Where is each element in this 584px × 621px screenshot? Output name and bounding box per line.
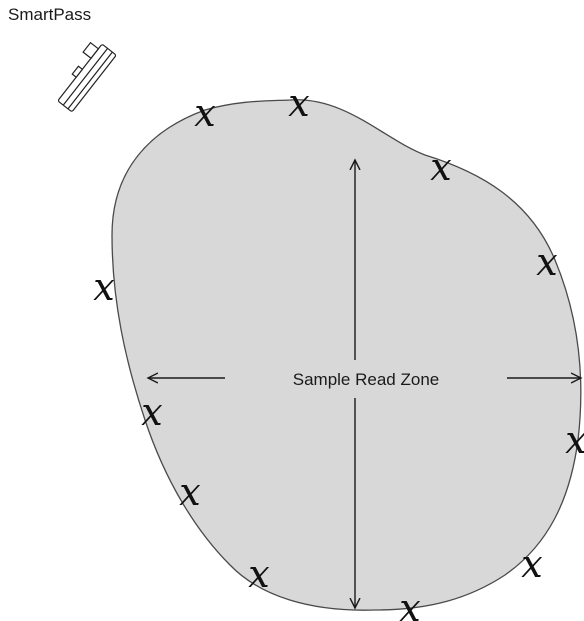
read-zone-area: [112, 100, 581, 610]
read-point-marker: x: [430, 145, 451, 189]
smartpass-device-icon: [50, 38, 116, 112]
read-point-marker: x: [248, 552, 269, 596]
read-point-marker: x: [536, 240, 557, 284]
read-point-marker: x: [521, 542, 542, 586]
read-point-marker: x: [93, 265, 114, 309]
read-point-marker: x: [399, 586, 420, 621]
read-point-marker: x: [565, 418, 584, 462]
read-point-marker: x: [194, 91, 215, 135]
read-point-marker: x: [288, 81, 309, 125]
read-point-marker: x: [179, 470, 200, 514]
zone-label: Sample Read Zone: [293, 370, 439, 389]
device-label: SmartPass: [8, 5, 91, 25]
read-point-marker: x: [141, 390, 162, 434]
